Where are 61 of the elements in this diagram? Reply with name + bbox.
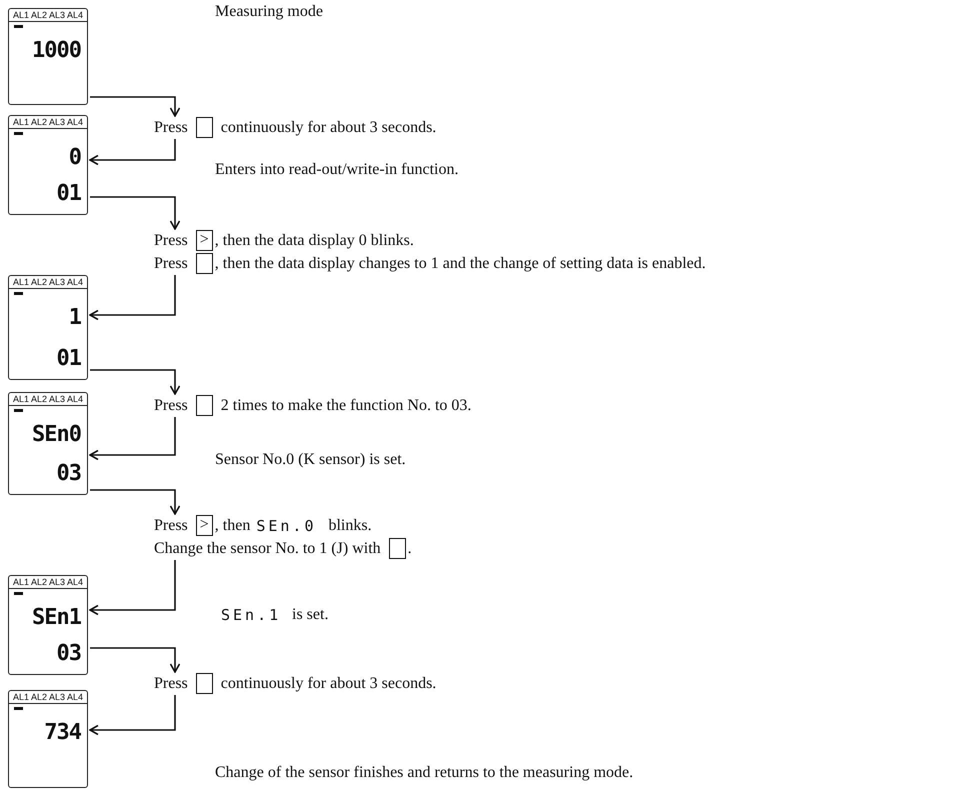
instruction-text: , then the data display changes to 1 and the change of setting data is enabled. xyxy=(214,254,706,272)
lcd-display xyxy=(8,115,88,215)
flow-arrow xyxy=(90,96,180,117)
alarm-labels: AL1 AL2 AL3 AL4 xyxy=(9,9,87,22)
description-text: is set. xyxy=(292,605,328,625)
description-text: Measuring mode xyxy=(215,2,323,22)
flow-arrow xyxy=(89,139,176,166)
display-code-text: SEn.0 xyxy=(256,516,316,534)
display-digits: 0 xyxy=(68,146,81,170)
key-symbol: > xyxy=(196,515,213,536)
instruction-text: Press xyxy=(154,396,188,414)
instruction-text: 2 times to make the function No. to 03. xyxy=(220,396,472,414)
key-icon xyxy=(196,117,213,138)
display-code-text: SEn.1 xyxy=(221,605,282,625)
flow-arrow xyxy=(89,417,176,460)
display-digits: 1 xyxy=(68,306,81,330)
display-digits: SEn0 xyxy=(32,423,81,447)
instruction-text: continuously for about 3 seconds. xyxy=(220,674,436,692)
display-digits: SEn1 xyxy=(32,606,81,630)
lcd-display xyxy=(8,392,88,495)
description-text: Change of the sensor finishes and returns to the measuring mode. xyxy=(215,763,634,783)
key-symbol: > xyxy=(196,230,213,251)
instruction-text: . xyxy=(408,540,412,558)
key-icon xyxy=(196,673,213,694)
instruction-text: continuously for about 3 seconds. xyxy=(220,118,436,136)
display-digits: 1000 xyxy=(32,39,81,63)
flow-arrow xyxy=(89,560,176,616)
instruction-text: Press xyxy=(154,118,188,136)
alarm-labels: AL1 AL2 AL3 AL4 xyxy=(9,393,87,406)
flow-arrow xyxy=(90,196,180,230)
display-digits: 01 xyxy=(56,182,81,206)
display-digits: 734 xyxy=(44,721,81,745)
lcd-display xyxy=(8,8,88,105)
flow-arrow xyxy=(89,275,176,320)
lcd-display xyxy=(8,690,88,788)
flow-arrow xyxy=(90,489,180,515)
instruction-text: , then the data display 0 blinks. xyxy=(214,232,414,250)
display-digits: 03 xyxy=(56,462,81,486)
instruction-text: Change the sensor No. to 1 (J) with xyxy=(154,540,381,558)
description-text: Sensor No.0 (K sensor) is set. xyxy=(215,450,406,470)
instruction-text: Press xyxy=(154,254,188,272)
alarm-labels: AL1 AL2 AL3 AL4 xyxy=(9,691,87,704)
instruction-text: Press xyxy=(154,516,188,534)
alarm-labels: AL1 AL2 AL3 AL4 xyxy=(9,276,87,289)
alarm-labels: AL1 AL2 AL3 AL4 xyxy=(9,116,87,129)
flow-arrow xyxy=(90,369,180,395)
lcd-display xyxy=(8,575,88,675)
flow-arrow xyxy=(89,695,176,736)
instruction-text: blinks. xyxy=(328,516,372,534)
instruction-text: Press xyxy=(154,674,188,692)
key-icon xyxy=(196,395,213,416)
instruction-text: , then xyxy=(214,516,250,534)
key-icon xyxy=(196,253,213,274)
instruction-text: Press xyxy=(154,232,188,250)
display-digits: 03 xyxy=(56,642,81,666)
key-icon xyxy=(388,538,406,559)
display-digits: 01 xyxy=(56,347,81,371)
lcd-display xyxy=(8,275,88,380)
alarm-labels: AL1 AL2 AL3 AL4 xyxy=(9,576,87,589)
flow-arrow xyxy=(90,647,180,673)
description-text: Enters into read-out/write-in function. xyxy=(215,160,458,180)
